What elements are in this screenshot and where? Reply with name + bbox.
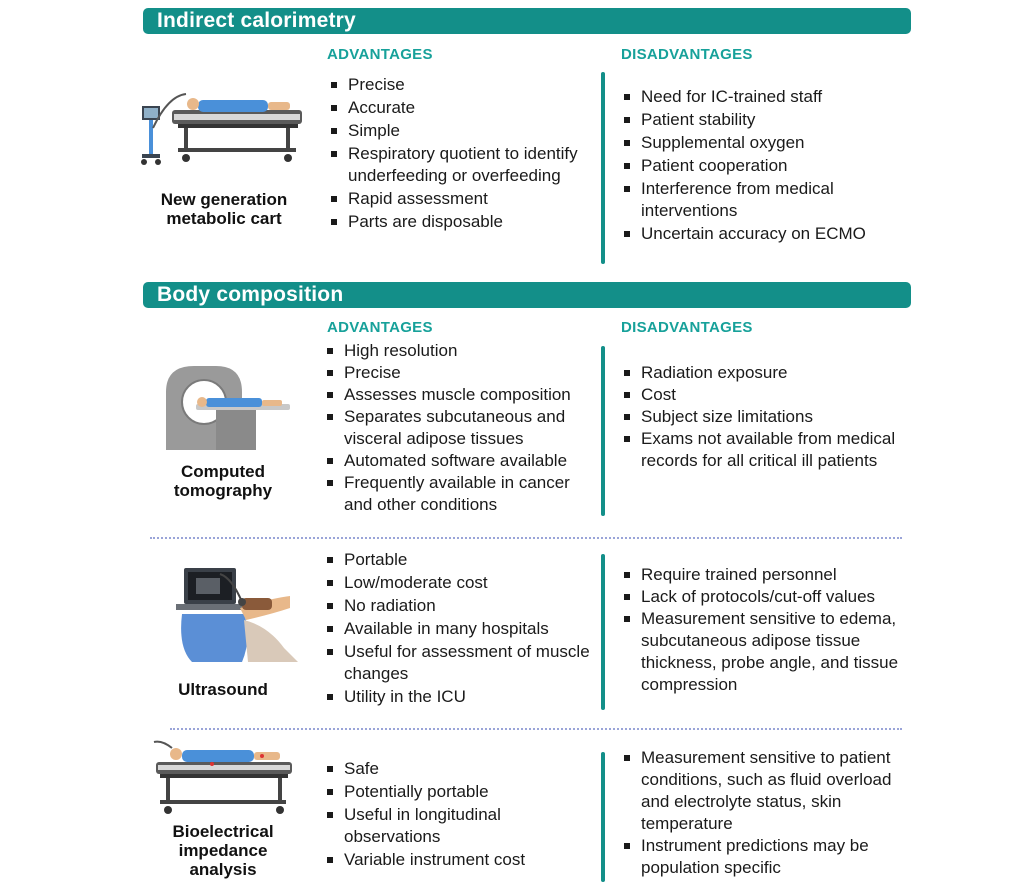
list-item: Exams not available from medical records… xyxy=(623,428,903,472)
list-item: Patient cooperation xyxy=(623,155,913,177)
list-item: Utility in the ICU xyxy=(326,686,598,708)
list-item: Potentially portable xyxy=(326,781,576,803)
list-item: Cost xyxy=(623,384,903,406)
caption-line: analysis xyxy=(189,860,257,879)
list-item: Variable instrument cost xyxy=(326,849,576,871)
advantages-list-bia: Safe Potentially portable Useful in long… xyxy=(326,758,576,872)
list-item: Supplemental oxygen xyxy=(623,132,913,154)
disadvantages-list-ultrasound: Require trained personnel Lack of protoc… xyxy=(623,564,903,696)
method-caption-bia: Bioelectrical impedance analysis xyxy=(150,822,296,879)
method-divider xyxy=(170,728,902,730)
list-item: Low/moderate cost xyxy=(326,572,598,594)
list-item: Need for IC-trained staff xyxy=(623,86,913,108)
column-divider xyxy=(601,752,605,882)
list-item: Simple xyxy=(330,120,580,142)
disadvantages-heading: DISADVANTAGES xyxy=(621,319,753,336)
list-item: High resolution xyxy=(326,340,598,362)
list-item: No radiation xyxy=(326,595,598,617)
advantages-heading: ADVANTAGES xyxy=(327,319,433,336)
list-item: Measurement sensitive to edema, subcutan… xyxy=(623,608,903,696)
caption-line: tomography xyxy=(173,481,273,500)
ultrasound-illustration xyxy=(176,568,298,662)
bia-illustration xyxy=(153,740,292,814)
method-divider xyxy=(150,537,902,539)
method-caption-metabolic-cart: New generation metabolic cart xyxy=(144,190,304,228)
metabolic-cart-illustration xyxy=(141,93,302,165)
list-item: Automated software available xyxy=(326,450,598,472)
disadvantages-heading: DISADVANTAGES xyxy=(621,46,753,63)
method-caption-ultrasound: Ultrasound xyxy=(150,680,296,699)
column-divider xyxy=(601,554,605,710)
section-header-indirect-calorimetry: Indirect calorimetry xyxy=(143,8,911,34)
list-item: Interference from medical interventions xyxy=(623,178,913,222)
list-item: Rapid assessment xyxy=(330,188,580,210)
list-item: Precise xyxy=(326,362,598,384)
section-header-body-composition: Body composition xyxy=(143,282,911,308)
advantages-list-indirect-calorimetry: Precise Accurate Simple Respiratory quot… xyxy=(330,74,580,234)
list-item: Lack of protocols/cut-off values xyxy=(623,586,903,608)
section-title: Body composition xyxy=(157,283,344,306)
caption-line: Ultrasound xyxy=(178,680,268,699)
advantages-heading: ADVANTAGES xyxy=(327,46,433,63)
ct-scanner-illustration xyxy=(166,366,290,450)
advantages-list-ct: High resolution Precise Assesses muscle … xyxy=(326,340,598,516)
caption-line: impedance xyxy=(178,841,268,860)
list-item: Accurate xyxy=(330,97,580,119)
caption-line: metabolic cart xyxy=(166,209,282,228)
list-item: Respiratory quotient to identify underfe… xyxy=(330,143,580,187)
method-caption-ct: Computed tomography xyxy=(150,462,296,500)
list-item: Measurement sensitive to patient conditi… xyxy=(623,747,913,835)
list-item: Precise xyxy=(330,74,580,96)
list-item: Useful for assessment of muscle changes xyxy=(326,641,598,685)
list-item: Parts are disposable xyxy=(330,211,580,233)
disadvantages-list-bia: Measurement sensitive to patient conditi… xyxy=(623,747,913,879)
list-item: Patient stability xyxy=(623,109,913,131)
list-item: Frequently available in cancer and other… xyxy=(326,472,598,516)
list-item: Require trained personnel xyxy=(623,564,903,586)
list-item: Safe xyxy=(326,758,576,780)
disadvantages-list-ct: Radiation exposure Cost Subject size lim… xyxy=(623,362,903,472)
list-item: Subject size limitations xyxy=(623,406,903,428)
list-item: Available in many hospitals xyxy=(326,618,598,640)
advantages-list-ultrasound: Portable Low/moderate cost No radiation … xyxy=(326,549,598,709)
caption-line: Computed xyxy=(180,462,266,481)
list-item: Uncertain accuracy on ECMO xyxy=(623,223,913,245)
caption-line: Bioelectrical xyxy=(172,822,274,841)
caption-line: New generation xyxy=(160,190,288,209)
list-item: Separates subcutaneous and visceral adip… xyxy=(326,406,598,450)
disadvantages-list-indirect-calorimetry: Need for IC-trained staff Patient stabil… xyxy=(623,86,913,246)
section-title: Indirect calorimetry xyxy=(157,9,356,32)
column-divider xyxy=(601,346,605,516)
column-divider xyxy=(601,72,605,264)
list-item: Portable xyxy=(326,549,598,571)
list-item: Assesses muscle composition xyxy=(326,384,598,406)
list-item: Useful in longitudinal observations xyxy=(326,804,576,848)
list-item: Radiation exposure xyxy=(623,362,903,384)
list-item: Instrument predictions may be population… xyxy=(623,835,913,879)
